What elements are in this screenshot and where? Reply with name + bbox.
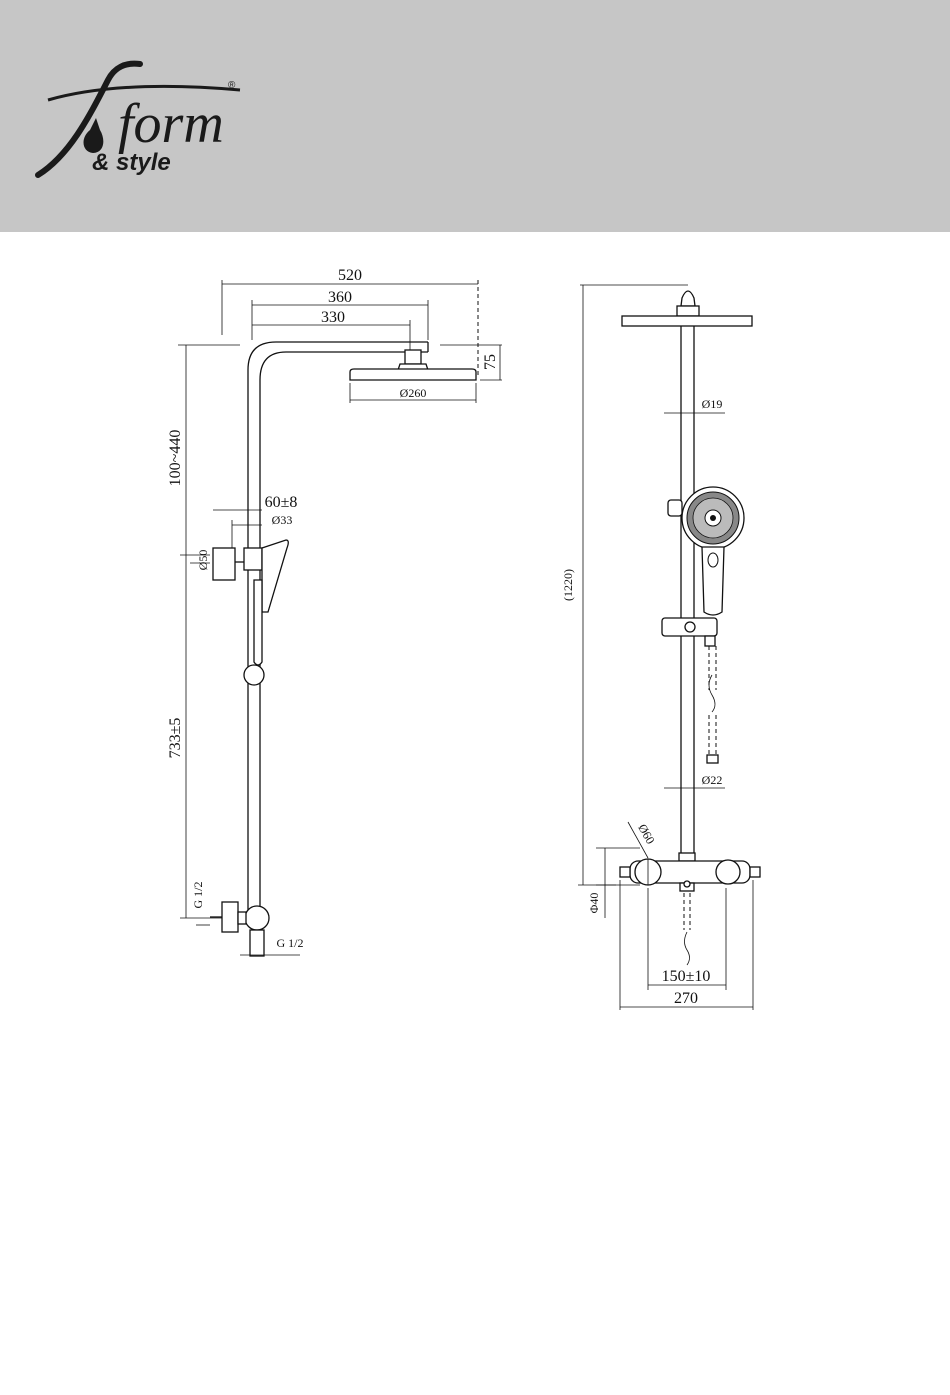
dim-60-8: 60±8 (265, 494, 298, 511)
dim-d19: Ø19 (702, 397, 723, 411)
dim-733: 733±5 (167, 718, 184, 759)
dim-d22: Ø22 (702, 773, 723, 787)
dim-d33: Ø33 (272, 513, 293, 527)
side-view: 520 360 330 75 Ø260 100~440 733±5 (167, 267, 502, 956)
dim-d260: Ø260 (400, 386, 427, 400)
dim-270: 270 (674, 990, 698, 1007)
dim-360: 360 (328, 289, 352, 306)
dim-75: 75 (482, 354, 499, 370)
dim-phi40: Φ40 (587, 893, 601, 914)
dim-150-10: 150±10 (662, 968, 711, 985)
dim-100-440: 100~440 (167, 430, 184, 487)
dim-g12-inlet: G 1/2 (191, 882, 205, 909)
front-view: (1220) Ø19 Ø22 (561, 285, 760, 1010)
dim-d50: Ø50 (196, 550, 210, 571)
dim-g12-outlet: G 1/2 (277, 936, 304, 950)
dim-520: 520 (338, 267, 362, 284)
dim-1220: (1220) (561, 569, 575, 601)
dim-d60: Ø60 (635, 822, 657, 847)
dim-330: 330 (321, 309, 345, 326)
